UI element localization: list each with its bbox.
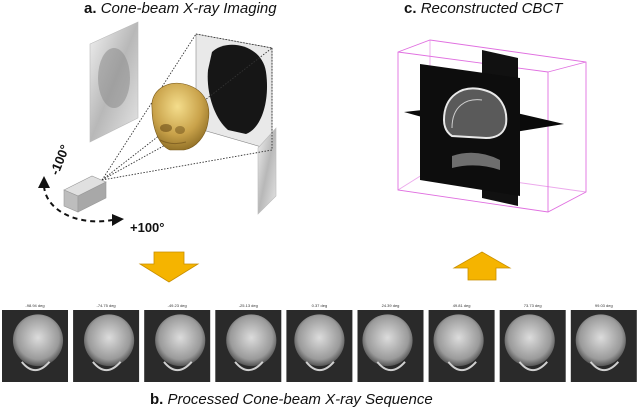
frame-skull: [294, 314, 345, 367]
xray-sequence: -98.94 deg -74.75 deg -49.23 deg -25.13 deg…: [2, 303, 637, 382]
frame-angle-label: 49.81 deg: [453, 303, 471, 308]
panel-a-text: Cone-beam X-ray Imaging: [100, 0, 277, 17]
ct-skull-inner: [451, 99, 483, 129]
frame-skull: [84, 314, 135, 367]
sequence-frame: -74.75 deg: [73, 303, 140, 382]
arrow-down-icon: [138, 251, 200, 283]
frame-angle-label: -49.23 deg: [168, 303, 187, 308]
xray-source-icon: [63, 175, 107, 213]
frame-jaw: [92, 361, 122, 372]
sequence-frame: 49.81 deg: [428, 303, 495, 382]
frame-skull: [12, 314, 64, 367]
frame-jaw: [447, 361, 477, 372]
frame-angle-label: 24.39 deg: [382, 303, 400, 308]
panel-b-title: b. Processed Cone-beam X-ray Sequence: [150, 391, 433, 408]
back-projection-head: [207, 44, 268, 134]
frame-angle-label: 99.03 deg: [595, 303, 613, 308]
sequence-frame: -25.13 deg: [215, 303, 282, 382]
panel-a-graphic: -100° +100°: [38, 21, 277, 235]
frame-angle-label: 0.37 deg: [312, 303, 328, 308]
panel-c-graphic: [397, 39, 587, 213]
panel-a-letter: a.: [84, 0, 97, 17]
frame-angle-label: -74.75 deg: [97, 303, 116, 308]
rotation-pos-label: +100°: [130, 220, 164, 235]
panel-c-title: c. Reconstructed CBCT: [404, 0, 562, 17]
frame-jaw: [305, 361, 335, 372]
frame-angle-label: -98.94 deg: [25, 303, 44, 308]
curved-arrow-icon: [38, 176, 124, 226]
frame-jaw: [234, 361, 264, 372]
frame-jaw: [518, 361, 548, 372]
frame-jaw: [163, 361, 193, 372]
frame-skull: [226, 314, 277, 367]
frame-skull: [155, 314, 206, 367]
panel-b-text: Processed Cone-beam X-ray Sequence: [167, 391, 433, 408]
cone-beam-lines: [101, 33, 273, 181]
left-projection-head: [98, 48, 130, 108]
sequence-frame: 0.37 deg: [286, 303, 353, 382]
panel-a-title: a. Cone-beam X-ray Imaging: [84, 0, 277, 17]
frame-angle-label: -25.13 deg: [239, 303, 258, 308]
skull-3d-model: [151, 82, 210, 151]
panel-c-letter: c.: [404, 0, 417, 17]
frame-jaw: [589, 361, 620, 372]
frame-jaw: [376, 361, 406, 372]
rotation-neg-label: -100°: [47, 143, 73, 178]
panel-b-letter: b.: [150, 391, 164, 408]
frame-angle-label: 73.73 deg: [524, 303, 542, 308]
frame-skull: [504, 314, 555, 367]
frame-skull: [362, 314, 413, 367]
sequence-frame: -49.23 deg: [144, 303, 211, 382]
ct-jaw-section: [452, 152, 500, 170]
ct-skull-section: [442, 87, 508, 140]
frame-skull: [433, 314, 484, 367]
sequence-frame: 73.73 deg: [499, 303, 566, 382]
sequence-frame: -98.94 deg: [2, 303, 68, 382]
sequence-frame: 24.39 deg: [357, 303, 424, 382]
right-detector-projection: [257, 127, 277, 215]
frame-jaw: [21, 361, 51, 372]
frame-skull: [575, 314, 626, 367]
panel-c-text: Reconstructed CBCT: [420, 0, 563, 17]
arrow-up-icon: [452, 251, 512, 281]
sequence-frame: 99.03 deg: [570, 303, 637, 382]
